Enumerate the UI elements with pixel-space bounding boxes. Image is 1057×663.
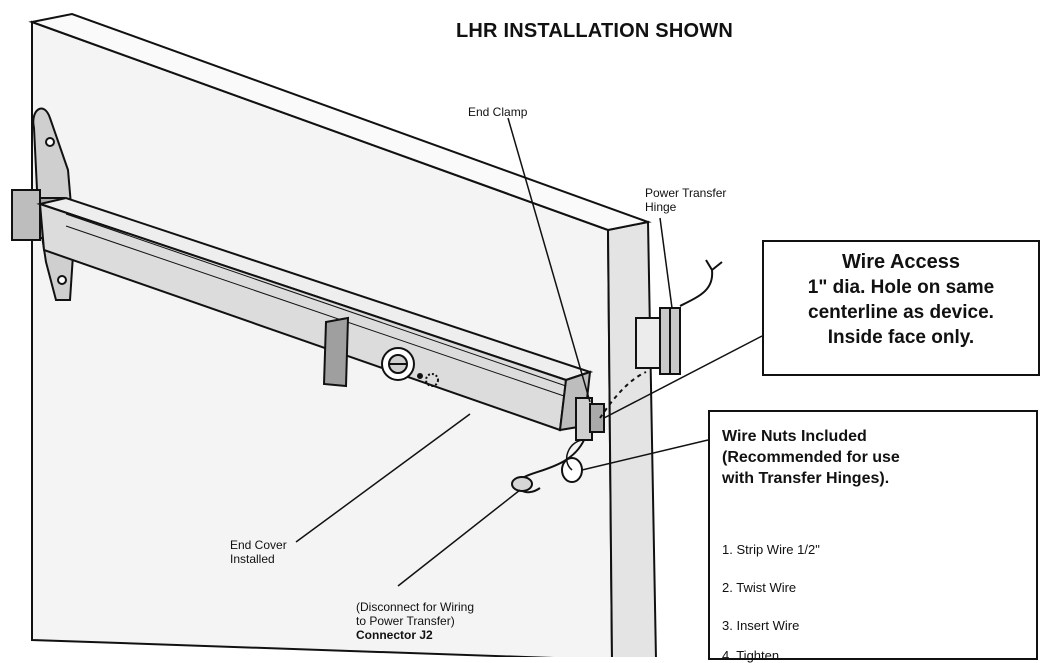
wire-nuts-heading: Wire Nuts Included (Recommended for use … <box>722 426 900 489</box>
wire-nuts-heading-line-1: Wire Nuts Included <box>722 428 867 445</box>
step-insert-wire: 3. Insert Wire <box>722 618 800 633</box>
leader-connector <box>397 489 521 587</box>
leader-end-clamp <box>507 117 591 403</box>
label-power-transfer-hinge: Power Transfer Hinge <box>645 186 726 214</box>
step-tighten: 4. Tighten <box>722 648 780 663</box>
label-hinge-line-2: Hinge <box>645 200 677 214</box>
label-end-cover: End Cover Installed <box>230 538 287 566</box>
leader-hinge <box>659 217 673 309</box>
door-top <box>28 12 652 232</box>
label-connector-note: (Disconnect for Wiring to Power Transfer… <box>356 600 474 642</box>
step-twist-wire: 2. Twist Wire <box>722 580 797 595</box>
leader-wire-nuts <box>581 439 709 471</box>
wire-nuts-heading-line-3: with Transfer Hinges). <box>722 470 890 487</box>
leader-end-cover <box>295 413 471 543</box>
label-end-clamp: End Clamp <box>468 105 527 119</box>
door-edge <box>606 220 657 657</box>
wire-access-line-3: centerline as device. <box>808 302 994 323</box>
diagram-title: LHR INSTALLATION SHOWN <box>456 20 733 42</box>
wire-nuts-callout: Wire Nuts Included (Recommended for use … <box>708 410 1038 663</box>
wire-nuts-heading-line-2: (Recommended for use <box>722 449 900 466</box>
wire-access-line-2: 1" dia. Hole on same <box>807 277 995 298</box>
connector-j2 <box>511 476 533 492</box>
leader-lines <box>295 117 763 587</box>
label-hinge-line-1: Power Transfer <box>645 186 727 200</box>
push-pad <box>322 316 350 388</box>
label-connector-j2: Connector J2 <box>356 628 433 642</box>
wire-access-callout: Wire Access 1" dia. Hole on same centerl… <box>762 240 1040 376</box>
label-end-clamp-text: End Clamp <box>468 105 528 119</box>
wire-access-line-1: Wire Access <box>841 251 961 273</box>
leader-wire-access <box>603 335 763 419</box>
power-transfer-hinge <box>599 259 723 419</box>
label-disconnect-line-2: to Power Transfer) <box>356 614 455 628</box>
step-strip-wire: 1. Strip Wire 1/2" <box>722 542 820 557</box>
label-end-cover-line-2: Installed <box>230 552 275 566</box>
wire-access-line-4: Inside face only. <box>827 327 975 348</box>
label-end-cover-line-1: End Cover <box>230 538 287 552</box>
label-disconnect-line-1: (Disconnect for Wiring <box>356 600 475 614</box>
